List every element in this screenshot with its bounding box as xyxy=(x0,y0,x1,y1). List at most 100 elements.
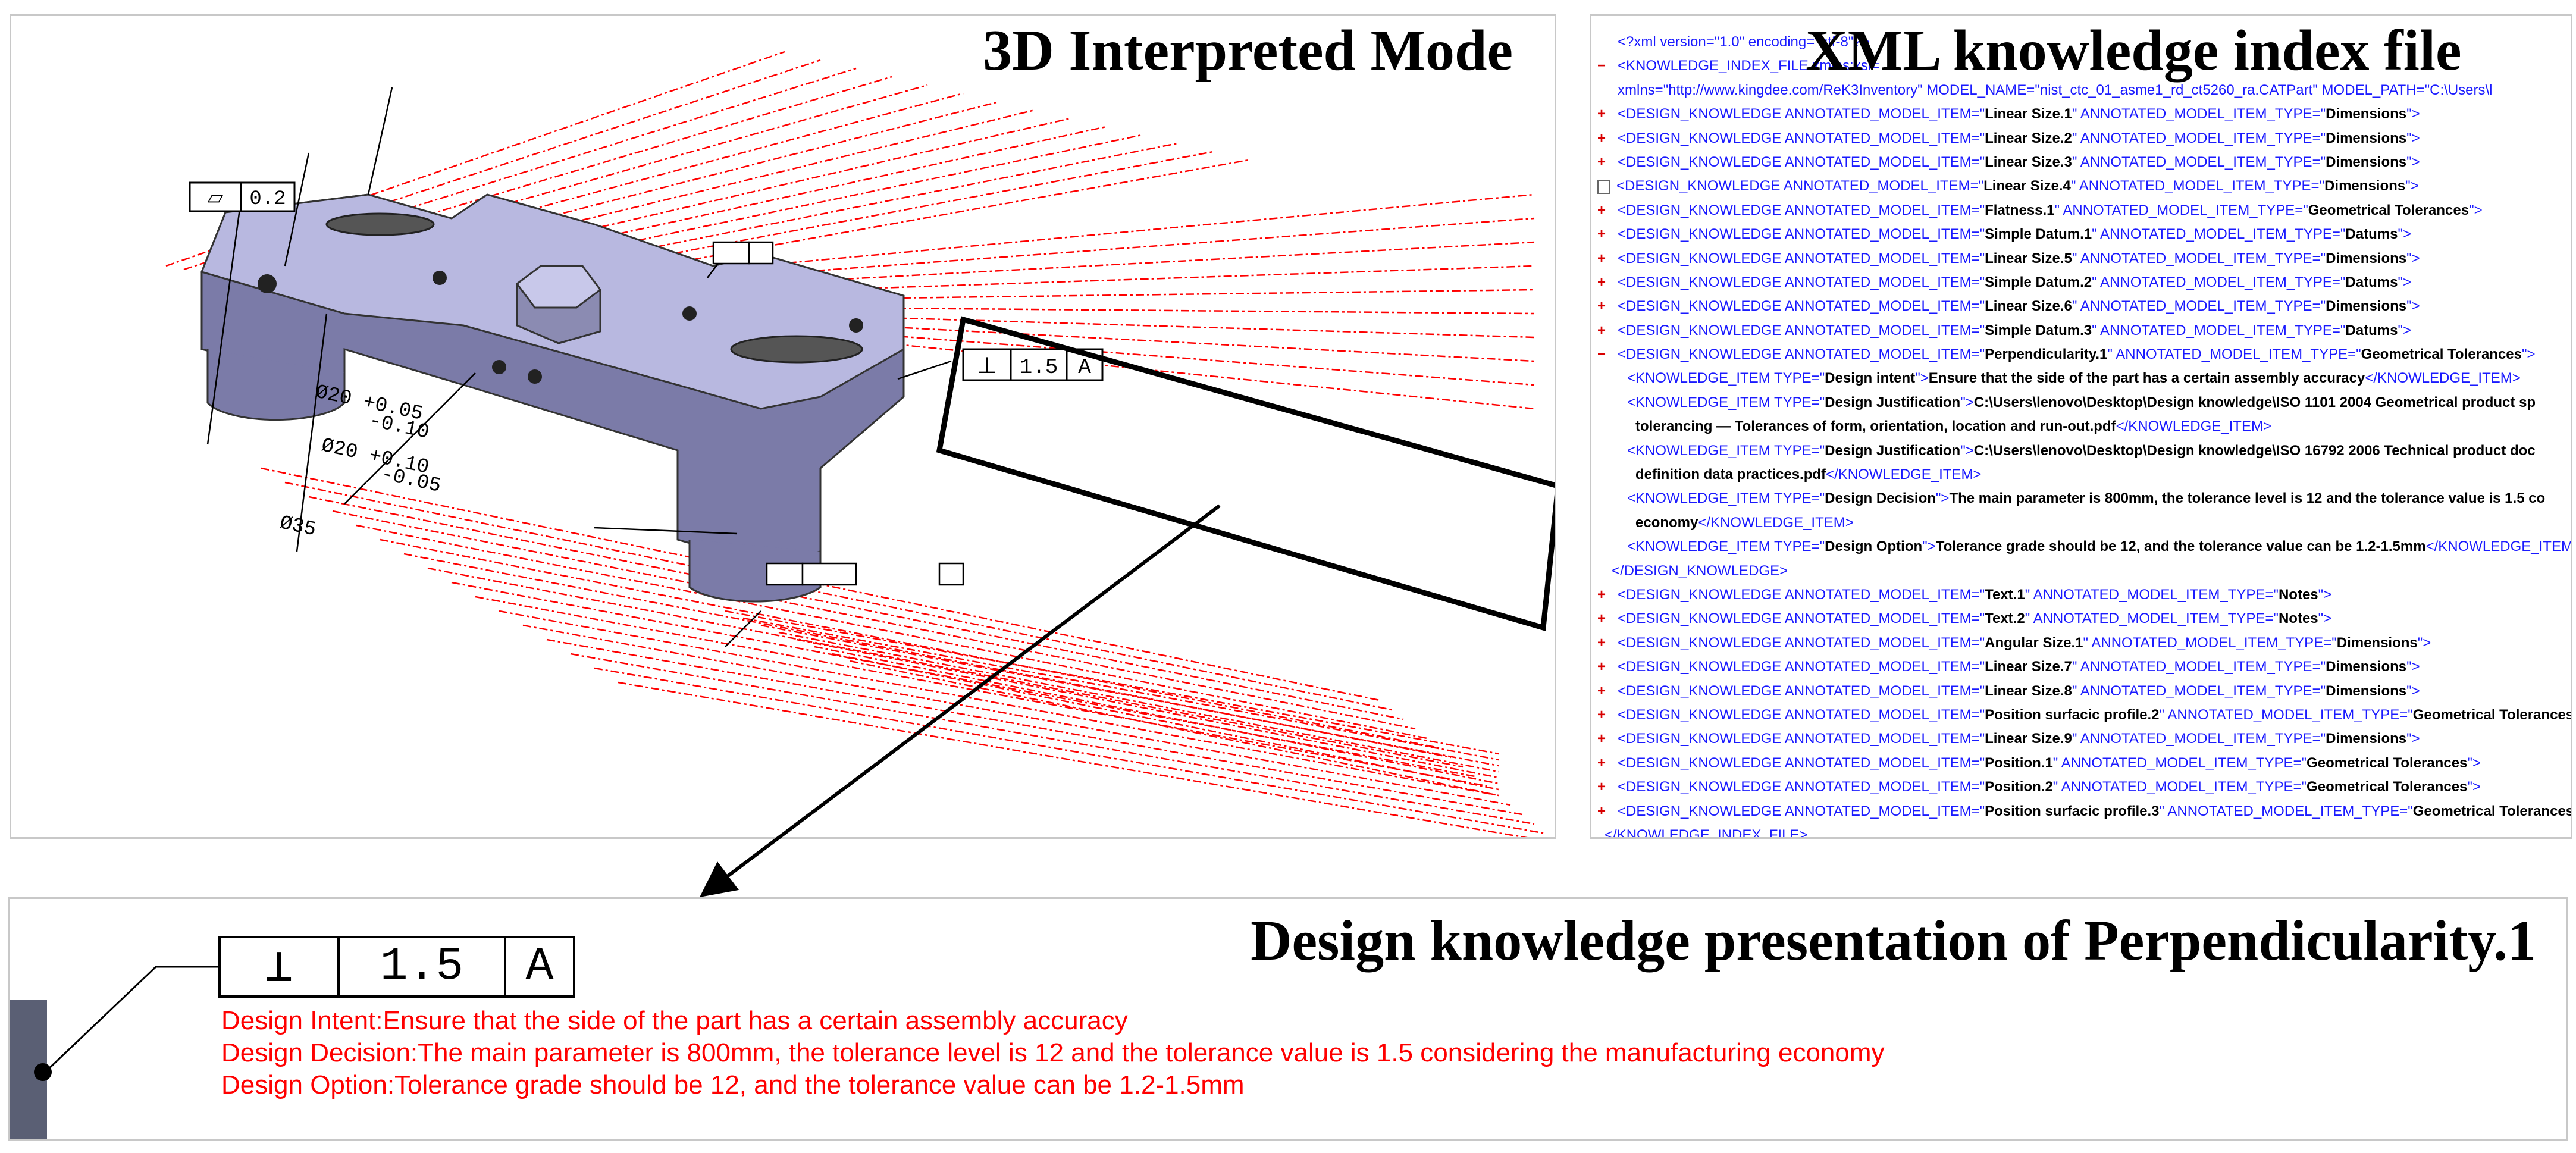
xml-item-open-10[interactable]: −<DESIGN_KNOWLEDGE ANNOTATED_MODEL_ITEM=… xyxy=(1597,343,2571,366)
xml-item-closed-7[interactable]: +<DESIGN_KNOWLEDGE ANNOTATED_MODEL_ITEM=… xyxy=(1597,271,2571,294)
annotation-text-line-15 xyxy=(766,217,1535,275)
item-name: Angular Size.1 xyxy=(1985,634,2083,651)
knowledge-item-1[interactable]: <KNOWLEDGE_ITEM TYPE="Design Justificati… xyxy=(1597,391,2571,415)
annotation-text-line-0 xyxy=(165,51,785,267)
knowledge-type: Design Justification xyxy=(1825,394,1961,411)
annotation-text-line-41 xyxy=(742,617,1499,761)
xml-item-closed-8[interactable]: +<DESIGN_KNOWLEDGE ANNOTATED_MODEL_ITEM=… xyxy=(1597,294,2571,318)
annotation-text-line-13 xyxy=(397,159,1249,314)
flatness-frame-3d[interactable]: ▱ 0.2 xyxy=(189,181,296,212)
xml-token: <DESIGN_KNOWLEDGE ANNOTATED_MODEL_ITEM=" xyxy=(1618,731,1985,747)
annotation-text-line-2 xyxy=(201,67,857,274)
expand-toggle-icon[interactable] xyxy=(1597,180,1610,194)
xml-item-closed-after-2[interactable]: +<DESIGN_KNOWLEDGE ANNOTATED_MODEL_ITEM=… xyxy=(1597,631,2571,655)
xml-item-closed-after-3[interactable]: +<DESIGN_KNOWLEDGE ANNOTATED_MODEL_ITEM=… xyxy=(1597,655,2571,679)
xml-token: " ANNOTATED_MODEL_ITEM_TYPE=" xyxy=(2072,250,2326,267)
dim-35: Ø35 xyxy=(278,512,318,542)
knowledge-item-3-cont: economy</KNOWLEDGE_ITEM> xyxy=(1597,511,2571,535)
item-type: Datums xyxy=(2345,226,2398,243)
xml-item-closed-after-7[interactable]: +<DESIGN_KNOWLEDGE ANNOTATED_MODEL_ITEM=… xyxy=(1597,751,2571,775)
annotation-text-line-17 xyxy=(790,265,1535,292)
xml-item-closed-0[interactable]: +<DESIGN_KNOWLEDGE ANNOTATED_MODEL_ITEM=… xyxy=(1597,102,2571,126)
item-name: Linear Size.4 xyxy=(1983,178,2071,195)
perpendicularity-frame-3d[interactable]: ⊥ 1.5 A xyxy=(962,348,1104,381)
xml-item-closed-6[interactable]: +<DESIGN_KNOWLEDGE ANNOTATED_MODEL_ITEM=… xyxy=(1597,247,2571,271)
knowledge-item-3[interactable]: <KNOWLEDGE_ITEM TYPE="Design Decision">T… xyxy=(1597,487,2571,510)
knowledge-text: C:\Users\lenovo\Desktop\Design knowledge… xyxy=(1973,394,2536,411)
xml-item-closed-after-0[interactable]: +<DESIGN_KNOWLEDGE ANNOTATED_MODEL_ITEM=… xyxy=(1597,583,2571,607)
xml-item-closed-2[interactable]: +<DESIGN_KNOWLEDGE ANNOTATED_MODEL_ITEM=… xyxy=(1597,151,2571,174)
xml-panel[interactable]: XML knowledge index file <?xml version="… xyxy=(1590,14,2572,839)
xml-root-open[interactable]: −<KNOWLEDGE_INDEX_FILE xmlns:xsi= xyxy=(1597,54,2571,78)
xml-item-closed-4[interactable]: +<DESIGN_KNOWLEDGE ANNOTATED_MODEL_ITEM=… xyxy=(1597,199,2571,223)
xml-token: " ANNOTATED_MODEL_ITEM_TYPE=" xyxy=(2025,586,2279,603)
annotation-text-line-16 xyxy=(778,241,1535,284)
item-type: Dimensions xyxy=(2326,731,2407,747)
item-type: Geometrical Tolerances xyxy=(2412,803,2572,819)
xml-token: "> xyxy=(1960,394,1974,411)
knowledge-lines: Design Intent:Ensure that the side of th… xyxy=(221,1005,1885,1101)
item-name: Linear Size.6 xyxy=(1985,298,2072,315)
cad-scene[interactable]: ▱ 0.2 ⊥ 1.5 A Ø20 +0.05 -0.10 Ø20 +0.10 … xyxy=(11,16,1556,839)
knowledge-item-2[interactable]: <KNOWLEDGE_ITEM TYPE="Design Justificati… xyxy=(1597,439,2571,463)
item-type: Dimensions xyxy=(2326,130,2407,146)
xml-token: " ANNOTATED_MODEL_ITEM_TYPE=" xyxy=(2159,706,2413,723)
expand-toggle-icon: − xyxy=(1597,346,1606,363)
knowledge-type: Design intent xyxy=(1825,370,1916,387)
xml-item-closed-after-8[interactable]: +<DESIGN_KNOWLEDGE ANNOTATED_MODEL_ITEM=… xyxy=(1597,775,2571,799)
xml-item-closed-after-9[interactable]: +<DESIGN_KNOWLEDGE ANNOTATED_MODEL_ITEM=… xyxy=(1597,800,2571,823)
xml-item-closed-3[interactable]: <DESIGN_KNOWLEDGE ANNOTATED_MODEL_ITEM="… xyxy=(1597,174,2571,198)
hole-1 xyxy=(258,274,277,293)
item-name: Simple Datum.1 xyxy=(1985,226,2092,243)
xml-token: "> xyxy=(2417,634,2431,651)
xml-token: " ANNOTATED_MODEL_ITEM_TYPE=" xyxy=(2107,346,2361,363)
dimension-lines xyxy=(206,87,952,647)
xml-token: <DESIGN_KNOWLEDGE ANNOTATED_MODEL_ITEM=" xyxy=(1618,322,1985,339)
item-type: Dimensions xyxy=(2326,106,2407,123)
xml-token: " ANNOTATED_MODEL_ITEM_TYPE=" xyxy=(2092,226,2346,243)
knowledge-item-4[interactable]: <KNOWLEDGE_ITEM TYPE="Design Option">Tol… xyxy=(1597,535,2571,559)
item-name: Perpendicularity.1 xyxy=(1985,346,2108,363)
xml-item-closed-1[interactable]: +<DESIGN_KNOWLEDGE ANNOTATED_MODEL_ITEM=… xyxy=(1597,127,2571,151)
perp-symbol-3d: ⊥ xyxy=(977,352,996,378)
xml-token: " ANNOTATED_MODEL_ITEM_TYPE=" xyxy=(2072,130,2326,146)
perp-datum-3d: A xyxy=(1078,355,1091,380)
xml-tree[interactable]: <?xml version="1.0" encoding="utf-8"?>−<… xyxy=(1597,30,2571,837)
annotation-text-line-29 xyxy=(380,538,1440,749)
xml-token: "> xyxy=(2467,779,2481,795)
annotation-text-line-7 xyxy=(290,109,1035,292)
xml-token: "> xyxy=(2398,226,2411,243)
perpendicularity-callout-box[interactable] xyxy=(936,316,1556,631)
xml-token: <KNOWLEDGE_ITEM TYPE=" xyxy=(1627,442,1825,459)
leader-line xyxy=(45,966,224,1073)
xml-item-closed-9[interactable]: +<DESIGN_KNOWLEDGE ANNOTATED_MODEL_ITEM=… xyxy=(1597,319,2571,343)
xml-item-closed-after-4[interactable]: +<DESIGN_KNOWLEDGE ANNOTATED_MODEL_ITEM=… xyxy=(1597,679,2571,703)
xml-token: "> xyxy=(1960,442,1974,459)
annotation-text-line-38 xyxy=(594,667,1547,835)
xml-token: "> xyxy=(2398,274,2411,290)
item-type: Dimensions xyxy=(2326,298,2407,315)
xml-token: " ANNOTATED_MODEL_ITEM_TYPE=" xyxy=(2072,659,2326,675)
xml-item-closed-after-5[interactable]: +<DESIGN_KNOWLEDGE ANNOTATED_MODEL_ITEM=… xyxy=(1597,703,2571,727)
xml-item-closed-after-1[interactable]: +<DESIGN_KNOWLEDGE ANNOTATED_MODEL_ITEM=… xyxy=(1597,607,2571,631)
part-edge-fragment xyxy=(10,1000,52,1139)
xml-token: <KNOWLEDGE_ITEM TYPE=" xyxy=(1627,490,1825,507)
3d-view-panel[interactable]: ▱ 0.2 ⊥ 1.5 A Ø20 +0.05 -0.10 Ø20 +0.10 … xyxy=(10,14,1556,839)
item-name: Simple Datum.3 xyxy=(1985,322,2092,339)
item-type: Geometrical Tolerances xyxy=(2308,202,2470,218)
annotation-text-line-26 xyxy=(308,496,1404,720)
xml-token: </KNOWLEDGE_ITEM> xyxy=(1698,514,1854,531)
item-type: Geometrical Tolerances xyxy=(2307,754,2468,771)
presentation-title: Design knowledge presentation of Perpend… xyxy=(1251,908,2536,972)
knowledge-item-0[interactable]: <KNOWLEDGE_ITEM TYPE="Design intent">Ens… xyxy=(1597,366,2571,390)
annotation-text-line-19 xyxy=(814,306,1535,315)
xml-token: "> xyxy=(2398,322,2411,339)
xml-item-closed-5[interactable]: +<DESIGN_KNOWLEDGE ANNOTATED_MODEL_ITEM=… xyxy=(1597,223,2571,246)
xml-item-closed-after-6[interactable]: +<DESIGN_KNOWLEDGE ANNOTATED_MODEL_ITEM=… xyxy=(1597,727,2571,751)
xml-token: "> xyxy=(1935,490,1950,507)
knowledge-text: Tolerance grade should be 12, and the to… xyxy=(1935,538,2426,555)
knowledge-item-1-cont: tolerancing — Tolerances of form, orient… xyxy=(1597,415,2571,438)
xml-token: <DESIGN_KNOWLEDGE ANNOTATED_MODEL_ITEM=" xyxy=(1616,178,1984,195)
knowledge-text-cont: economy xyxy=(1635,514,1698,531)
part-body[interactable] xyxy=(200,193,905,603)
